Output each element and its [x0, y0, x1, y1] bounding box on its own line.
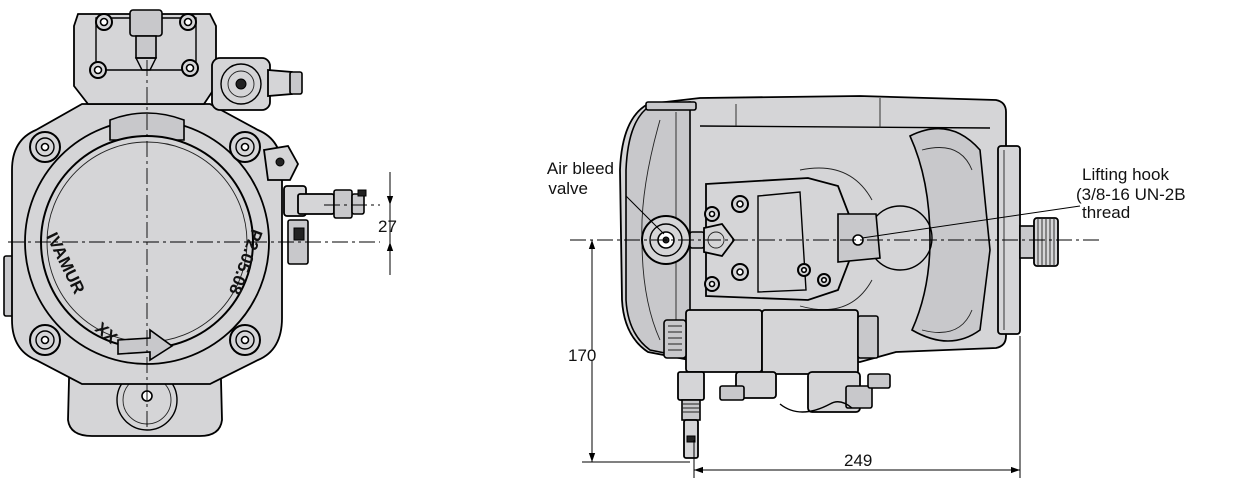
- front-valve-body: [297, 193, 335, 215]
- dim-height-value: 170: [568, 346, 596, 365]
- dim-length-value: 249: [844, 451, 872, 470]
- side-swash-housing: [908, 127, 991, 342]
- dim-offset-value: 27: [378, 217, 397, 236]
- air-bleed-label-line2: valve: [548, 179, 588, 198]
- air-bleed-leader: [625, 195, 665, 235]
- lifting-hook-label-line3: thread: [1082, 203, 1130, 222]
- front-control-block: [73, 13, 217, 105]
- lifting-hook-leader: [861, 205, 1081, 239]
- lifting-hook-label-line1: Lifting hook: [1082, 165, 1169, 184]
- side-view: 170 249 Air bleed valve Lifting hook (3/…: [547, 95, 1186, 478]
- side-lower-valve-block: [685, 309, 763, 373]
- lifting-hook-label-line2: (3/8-16 UN-2B: [1076, 185, 1186, 204]
- front-rotation-arrow: [117, 328, 174, 362]
- front-view: IVAMUR P2.05.08 XX 27: [3, 9, 397, 437]
- air-bleed-label-line1: Air bleed: [547, 159, 614, 178]
